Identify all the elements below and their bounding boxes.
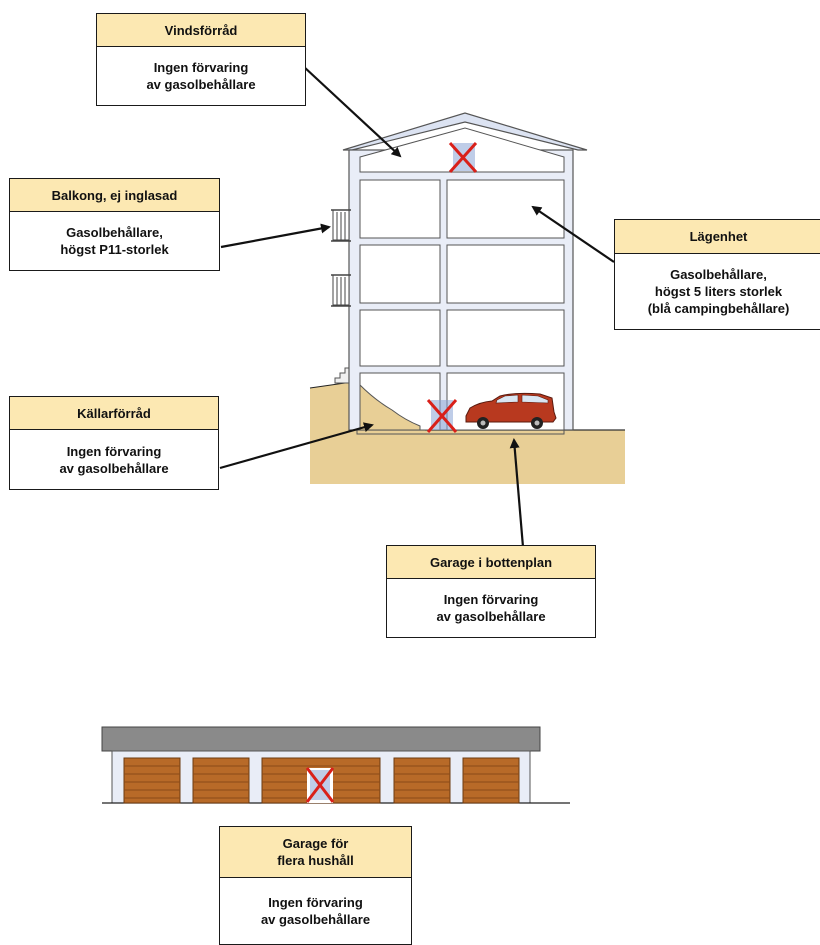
callout-apartment-title: Lägenhet [615, 220, 820, 254]
balcony-upper [331, 209, 351, 242]
callout-apartment: Lägenhet Gasolbehållare, högst 5 liters … [614, 219, 820, 330]
callout-basement-title: Källarförråd [10, 397, 218, 430]
callout-balcony-text: Gasolbehållare, högst P11-storlek [60, 225, 169, 257]
callout-basement-text: Ingen förvaring av gasolbehållare [59, 443, 169, 476]
callout-attic-title: Vindsförråd [97, 14, 305, 47]
pointer-arrows [219, 65, 615, 548]
red-x-cross-icon [305, 767, 335, 803]
callout-balcony: Balkong, ej inglasad Gasolbehållare, hög… [9, 178, 220, 271]
callout-garage-title: Garage i bottenplan [387, 546, 595, 579]
garage-row-building [101, 726, 570, 804]
callout-multi-garage-title: Garage för flera hushåll [220, 827, 411, 878]
callout-attic: Vindsförråd Ingen förvaring av gasolbehå… [96, 13, 306, 106]
callout-basement: Källarförråd Ingen förvaring av gasolbeh… [9, 396, 219, 490]
balcony-lower [331, 274, 351, 307]
callout-garage-text: Ingen förvaring av gasolbehållare [436, 592, 546, 624]
callout-multi-garage-text: Ingen förvaring av gasolbehållare [260, 895, 371, 927]
callout-apartment-text: Gasolbehållare, högst 5 liters storlek (… [647, 267, 790, 316]
callout-garage: Garage i bottenplan Ingen förvaring av g… [386, 545, 596, 638]
car-icon [465, 392, 557, 429]
callout-multi-garage: Garage för flera hushåll Ingen förvaring… [219, 826, 412, 945]
red-x-cross-icon [448, 141, 478, 174]
red-x-cross-icon [426, 399, 458, 433]
callout-balcony-title: Balkong, ej inglasad [10, 179, 219, 212]
callout-attic-text: Ingen förvaring av gasolbehållare [146, 60, 256, 92]
